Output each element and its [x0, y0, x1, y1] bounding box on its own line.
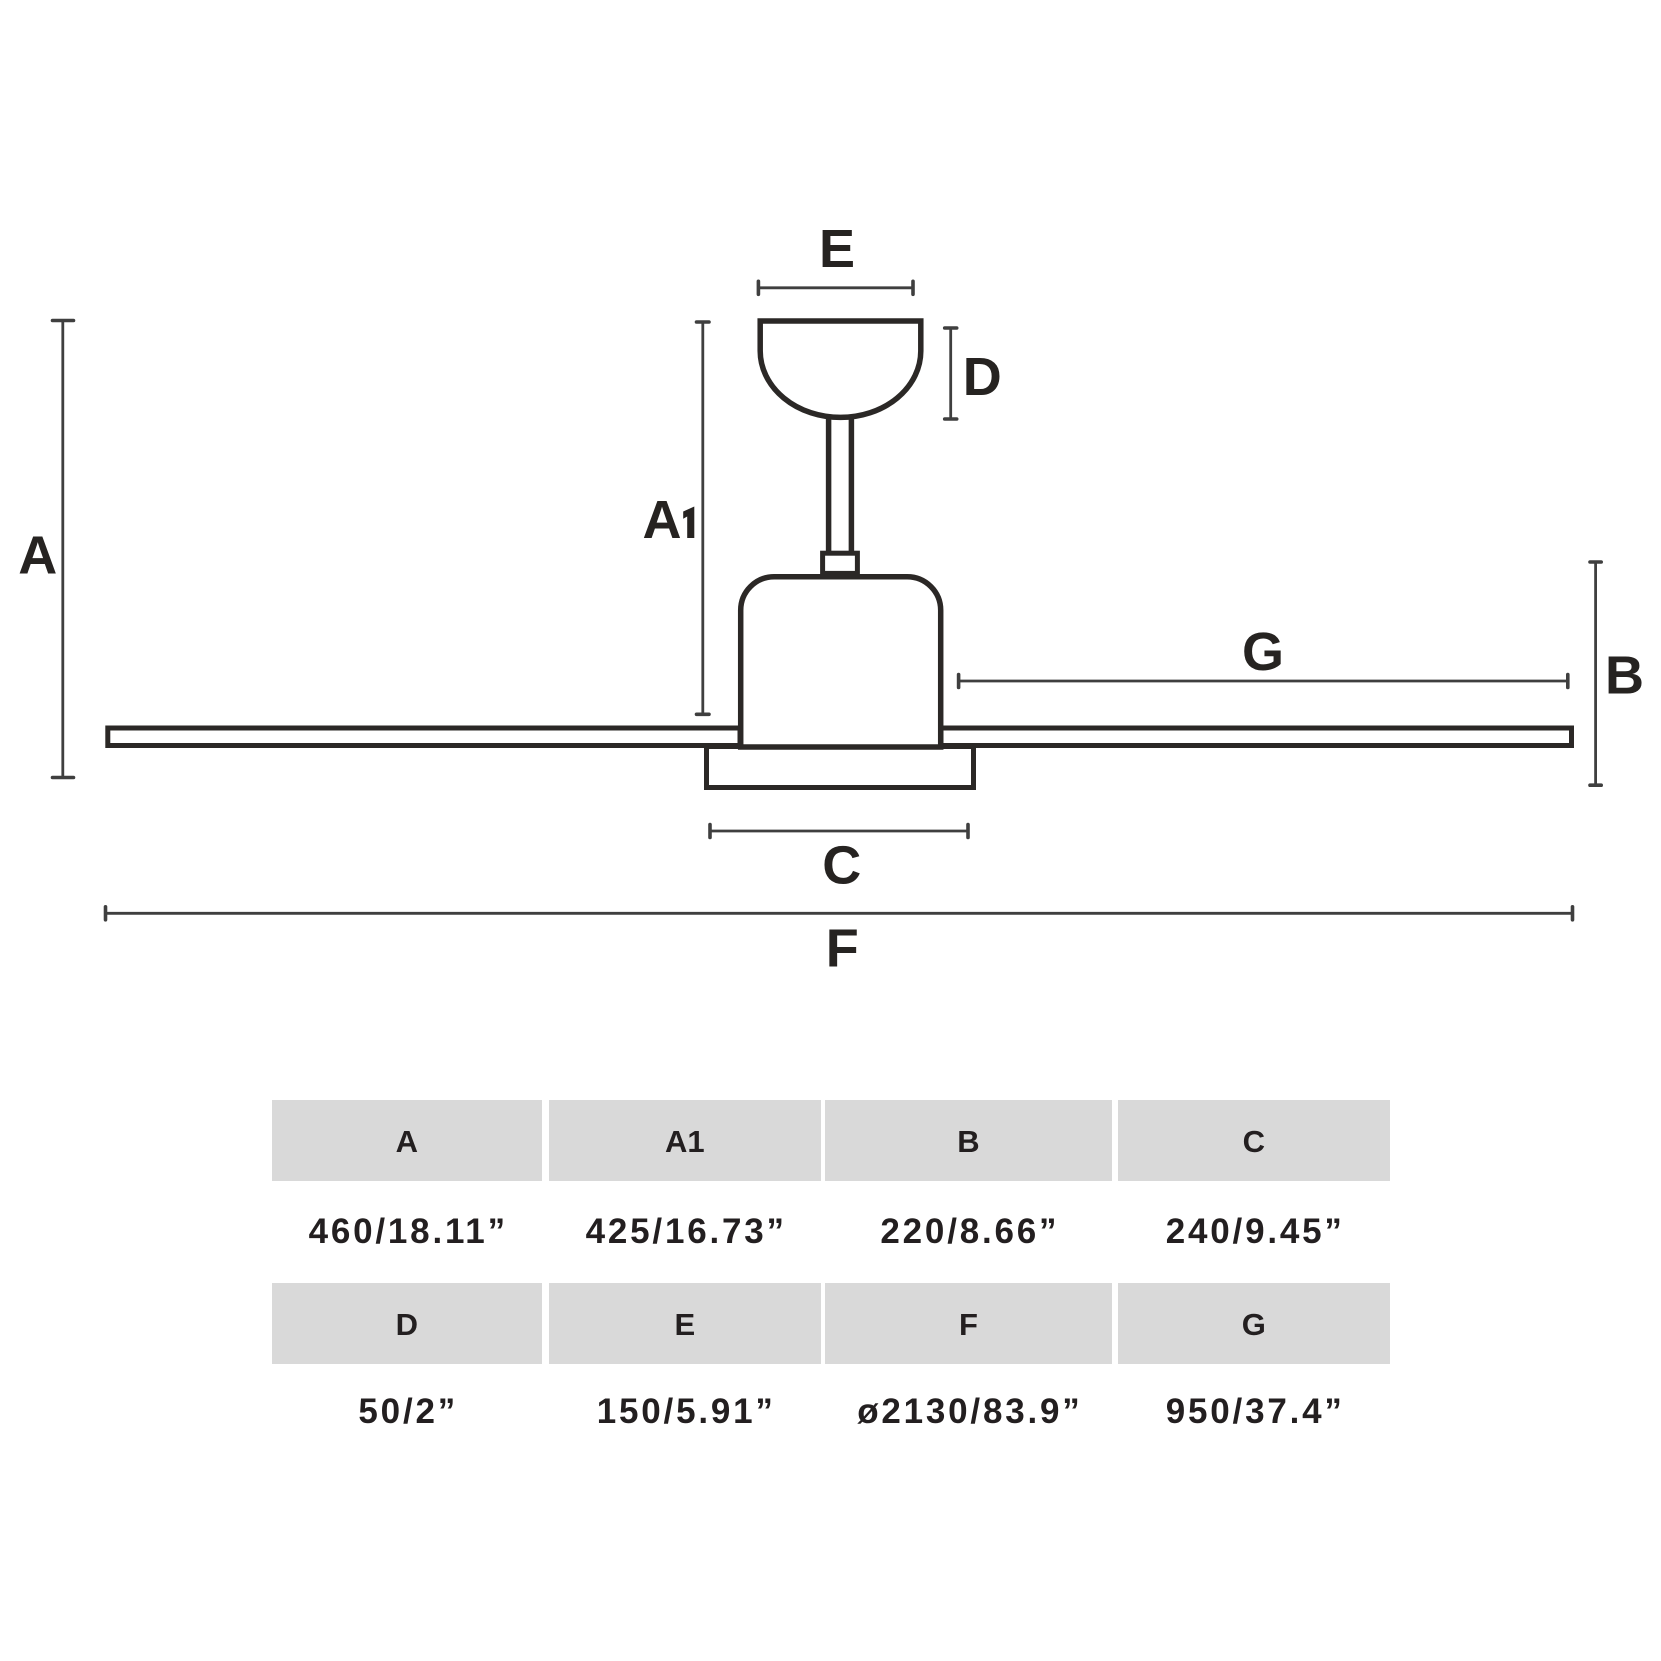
svg-text:A: A	[643, 490, 682, 550]
svg-text:D: D	[963, 347, 1002, 407]
svg-text:C: C	[822, 836, 861, 896]
svg-text:E: E	[819, 219, 855, 279]
svg-text:B: B	[1605, 645, 1644, 705]
svg-text:G: G	[1242, 622, 1284, 682]
svg-text:A: A	[18, 526, 57, 586]
svg-text:F: F	[826, 918, 859, 978]
